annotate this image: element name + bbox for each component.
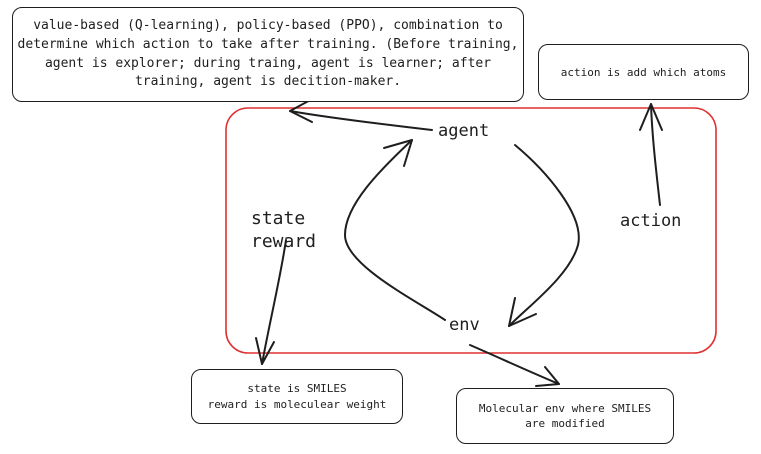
state-reward-label: state reward: [251, 208, 317, 253]
action-definition-text: action is add which atoms: [560, 65, 727, 79]
arrowhead-agent: [383, 139, 413, 167]
arrowhead-state-note: [255, 337, 275, 365]
arrow-state-to-note: [261, 239, 287, 365]
policy-description-note: value-based (Q-learning), policy-based (…: [12, 7, 524, 102]
arrow-agent-to-env: [508, 144, 580, 327]
agent-label: agent: [438, 121, 490, 141]
arrow-agent-to-policy-note: [289, 110, 433, 131]
arrowhead-env: [508, 297, 537, 327]
environment-definition-note: Molecular env where SMILES are modified: [456, 388, 674, 444]
rl-loop-frame: [225, 107, 717, 354]
arrowhead-env-note: [535, 366, 560, 387]
arrow-env-to-agent: [344, 139, 446, 321]
arrowhead-policy-note: [289, 97, 315, 123]
action-label: action: [620, 211, 682, 231]
env-label: env: [449, 315, 480, 335]
state-reward-definition-note: state is SMILES reward is moleculear wei…: [191, 369, 403, 424]
arrowhead-action-note: [639, 103, 663, 131]
environment-definition-text: Molecular env where SMILES are modified: [478, 401, 652, 430]
arrow-env-to-note: [469, 344, 560, 385]
policy-description-text: value-based (Q-learning), policy-based (…: [17, 17, 519, 90]
state-reward-definition-text: state is SMILES reward is moleculear wei…: [207, 382, 387, 411]
arrow-action-to-note: [650, 103, 661, 206]
action-definition-note: action is add which atoms: [538, 44, 749, 100]
